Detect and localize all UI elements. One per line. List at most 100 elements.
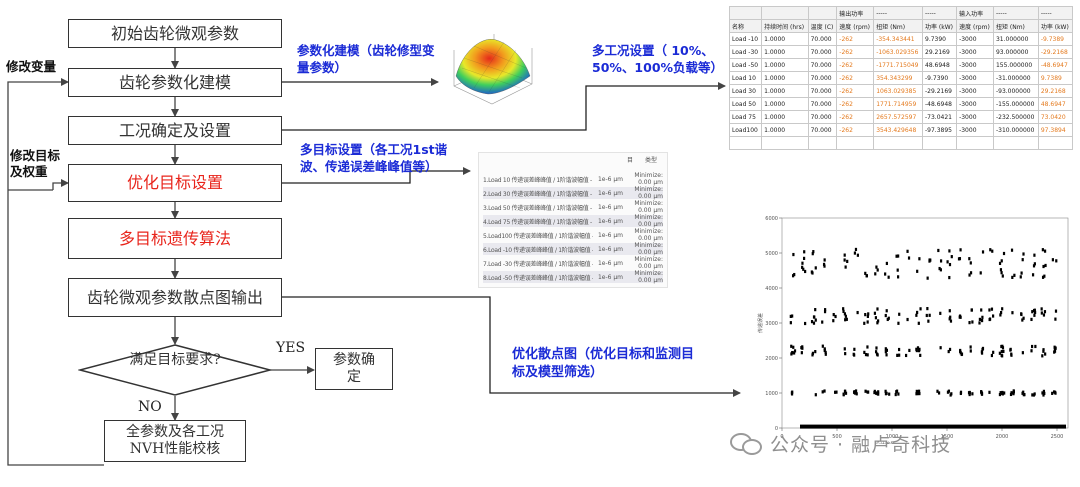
- scatter-point: [988, 390, 991, 394]
- scatter-point: [866, 314, 869, 318]
- scatter-point: [969, 271, 973, 275]
- scatter-point: [846, 259, 849, 264]
- scatter-point: [1041, 354, 1044, 358]
- scatter-point: [1003, 391, 1006, 395]
- table-cell: 29.2169: [921, 45, 958, 59]
- scatter-point: [875, 265, 878, 269]
- scatter-point: [844, 352, 847, 356]
- scatter-point: [897, 321, 900, 325]
- scatter-point: [1040, 307, 1043, 311]
- scatter-point: [875, 352, 879, 356]
- scatter-point: [927, 319, 930, 323]
- list-item: 6.Load -10 传递误差峰峰值 / 1阶谐波幅值 - 输出端 - 目标值 …: [483, 242, 663, 256]
- scatter-point: [884, 313, 887, 318]
- scatter-point: [853, 251, 857, 255]
- scatter-point: [1000, 344, 1003, 349]
- table-cell: -310.000000: [992, 123, 1039, 137]
- scatter-point: [1033, 262, 1036, 266]
- table-cell: -3000: [956, 45, 994, 59]
- step-initial-params-label: 初始齿轮微观参数: [110, 23, 239, 43]
- objective-unit: 1e-6 μm: [597, 217, 623, 225]
- scatter-point: [845, 317, 848, 321]
- scatter-point: [1034, 310, 1037, 314]
- scatter-point: [894, 392, 897, 397]
- scatter-point: [968, 392, 971, 397]
- list-item: 4.Load 75 传递误差峰峰值 / 1阶谐波幅值 - 输出端 - 目标值 -…: [483, 214, 663, 228]
- step-parametric-modeling: 齿轮参数化建模: [68, 68, 282, 97]
- scatter-point: [1010, 391, 1013, 395]
- scatter-point: [998, 392, 1002, 397]
- scatter-point: [873, 389, 876, 393]
- scatter-point: [948, 262, 952, 267]
- scatter-point: [800, 351, 803, 355]
- table-cell: [873, 136, 923, 150]
- scatter-point: [1033, 253, 1036, 257]
- scatter-point: [811, 353, 814, 357]
- scatter-point: [844, 389, 847, 393]
- scatter-point: [804, 321, 807, 326]
- scatter-point: [843, 347, 846, 351]
- table-cell: -29.2169: [921, 84, 958, 98]
- objective-text: 8.Load -50 传递误差峰峰值 / 1阶谐波幅值 - 输出端 - 目标值 …: [483, 274, 593, 282]
- y-tick-label: 3000: [765, 321, 778, 327]
- table-cell: Load 75: [728, 110, 763, 124]
- table-cell: -48.6948: [921, 97, 958, 111]
- scatter-point: [946, 260, 949, 264]
- scatter-point: [968, 273, 971, 277]
- objective-unit: 1e-6 μm: [597, 245, 623, 253]
- table-group-header: 输入功率: [956, 6, 994, 20]
- scatter-point: [853, 347, 856, 351]
- scatter-point: [939, 268, 942, 272]
- table-cell: -232.500000: [992, 110, 1039, 124]
- table-cell: 70.000: [807, 32, 838, 46]
- scatter-point: [947, 389, 951, 393]
- scatter-point: [998, 351, 1001, 355]
- scatter-point: [928, 313, 931, 317]
- objective-target: Minimize: 0.00 μm: [634, 242, 663, 256]
- scatter-point: [864, 352, 868, 357]
- scatter-point: [906, 317, 909, 322]
- annotation-arrows: [282, 78, 741, 397]
- scatter-point: [884, 389, 887, 393]
- scatter-point: [969, 261, 972, 265]
- table-cell: -262: [836, 32, 875, 46]
- scatter-point: [863, 350, 866, 354]
- table-cell: 1.0000: [761, 71, 809, 85]
- objective-text: 5.Load100 传递误差峰峰值 / 1阶谐波幅值 - 输出端 - 目标值 -…: [483, 232, 593, 240]
- scatter-point: [854, 389, 858, 393]
- table-cell: 1.0000: [761, 45, 809, 59]
- objective-unit: 1e-6 μm: [597, 189, 623, 197]
- scatter-point: [1010, 352, 1013, 356]
- scatter-point: [887, 275, 890, 279]
- table-column-header: 扭矩 (Nm): [992, 19, 1039, 33]
- scatter-point: [1030, 317, 1033, 322]
- scatter-point: [948, 249, 951, 253]
- table-cell: Load 10: [728, 71, 763, 85]
- scatter-point: [885, 353, 888, 357]
- scatter-point: [823, 389, 826, 393]
- scatter-point: [897, 347, 901, 352]
- scatter-point: [1031, 310, 1034, 314]
- objective-unit: 1e-6 μm: [597, 175, 623, 183]
- table-cell: -262: [836, 110, 875, 124]
- scatter-point: [866, 320, 869, 324]
- decision-label: 满足目标要求?: [125, 351, 225, 369]
- scatter-point: [1055, 259, 1058, 263]
- scatter-point: [1033, 313, 1036, 317]
- table-cell: -73.0421: [921, 110, 958, 124]
- table-cell: 9.7389: [1037, 71, 1074, 85]
- scatter-point: [813, 315, 816, 319]
- scatter-point: [1022, 393, 1025, 397]
- x-tick-label: 500: [832, 434, 842, 440]
- step-initial-params: 初始齿轮微观参数: [68, 19, 282, 48]
- scatter-point: [804, 269, 807, 274]
- scatter-point: [916, 269, 919, 273]
- decision-diamond: [78, 344, 272, 396]
- objective-list-panel: 目 类型 1.Load 10 传递误差峰峰值 / 1阶谐波幅值 - 输出端 - …: [478, 152, 668, 288]
- scatter-point: [1020, 312, 1023, 317]
- scatter-point: [844, 391, 848, 395]
